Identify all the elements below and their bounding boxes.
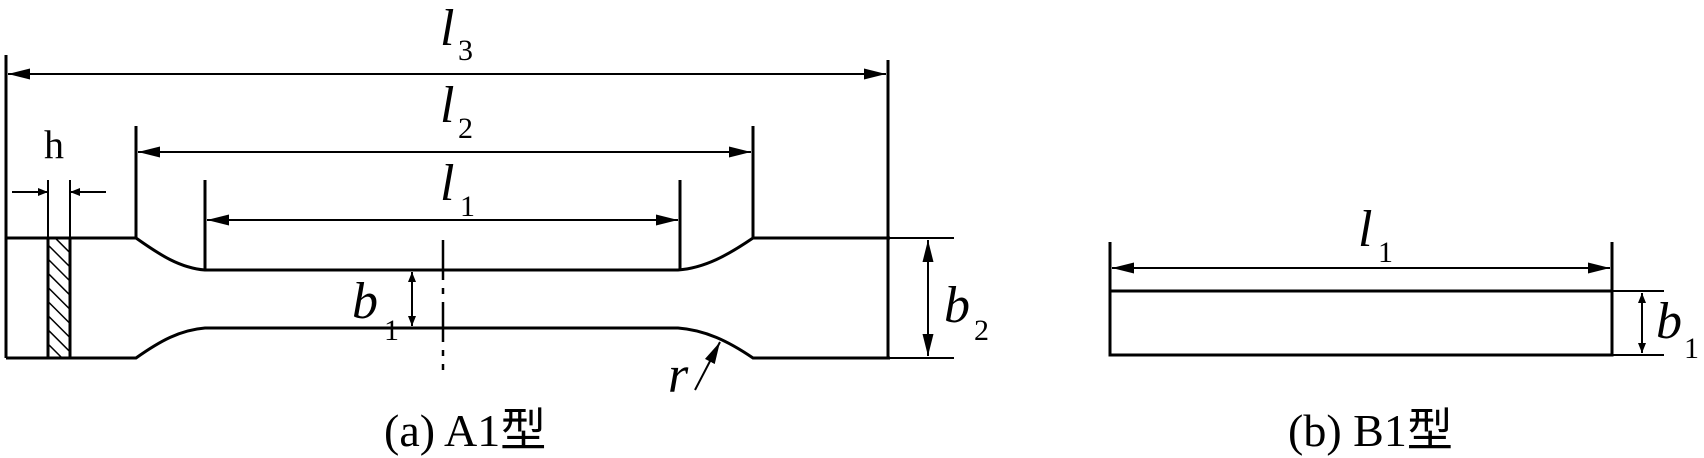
label-l3-subscript: 3 (458, 34, 473, 67)
figure-b-specimen: l 1 b 1 (b) B1型 (1108, 201, 1699, 456)
label-r: r (668, 347, 689, 404)
label-l2-symbol: l (440, 77, 454, 134)
b-label-b1-subscript: 1 (1684, 332, 1699, 365)
caption-a: (a) A1型 (384, 405, 546, 456)
a1-specimen-outline (4, 236, 890, 360)
figure-a-specimen: l 3 l 2 l 1 b 1 b 2 h r (a) A1型 (4, 0, 989, 456)
label-l3-symbol: l (440, 0, 454, 57)
label-l1-symbol: l (440, 155, 454, 212)
b-label-l1-symbol: l (1358, 201, 1372, 258)
label-b2-symbol: b (944, 277, 970, 334)
b-label-l1-subscript: 1 (1378, 236, 1393, 269)
label-b1-symbol: b (352, 273, 378, 330)
label-l1-subscript: 1 (460, 190, 475, 223)
label-b2-subscript: 2 (974, 314, 989, 347)
r-leader-arrow (694, 341, 721, 391)
b1-specimen-rect (1108, 289, 1614, 357)
b-label-b1-symbol: b (1656, 293, 1682, 350)
a1-hatched-section (46, 236, 72, 360)
label-h: h (44, 122, 64, 167)
label-l2-subscript: 2 (458, 112, 473, 145)
caption-b: (b) B1型 (1288, 405, 1453, 456)
label-b1-subscript: 1 (384, 314, 399, 347)
